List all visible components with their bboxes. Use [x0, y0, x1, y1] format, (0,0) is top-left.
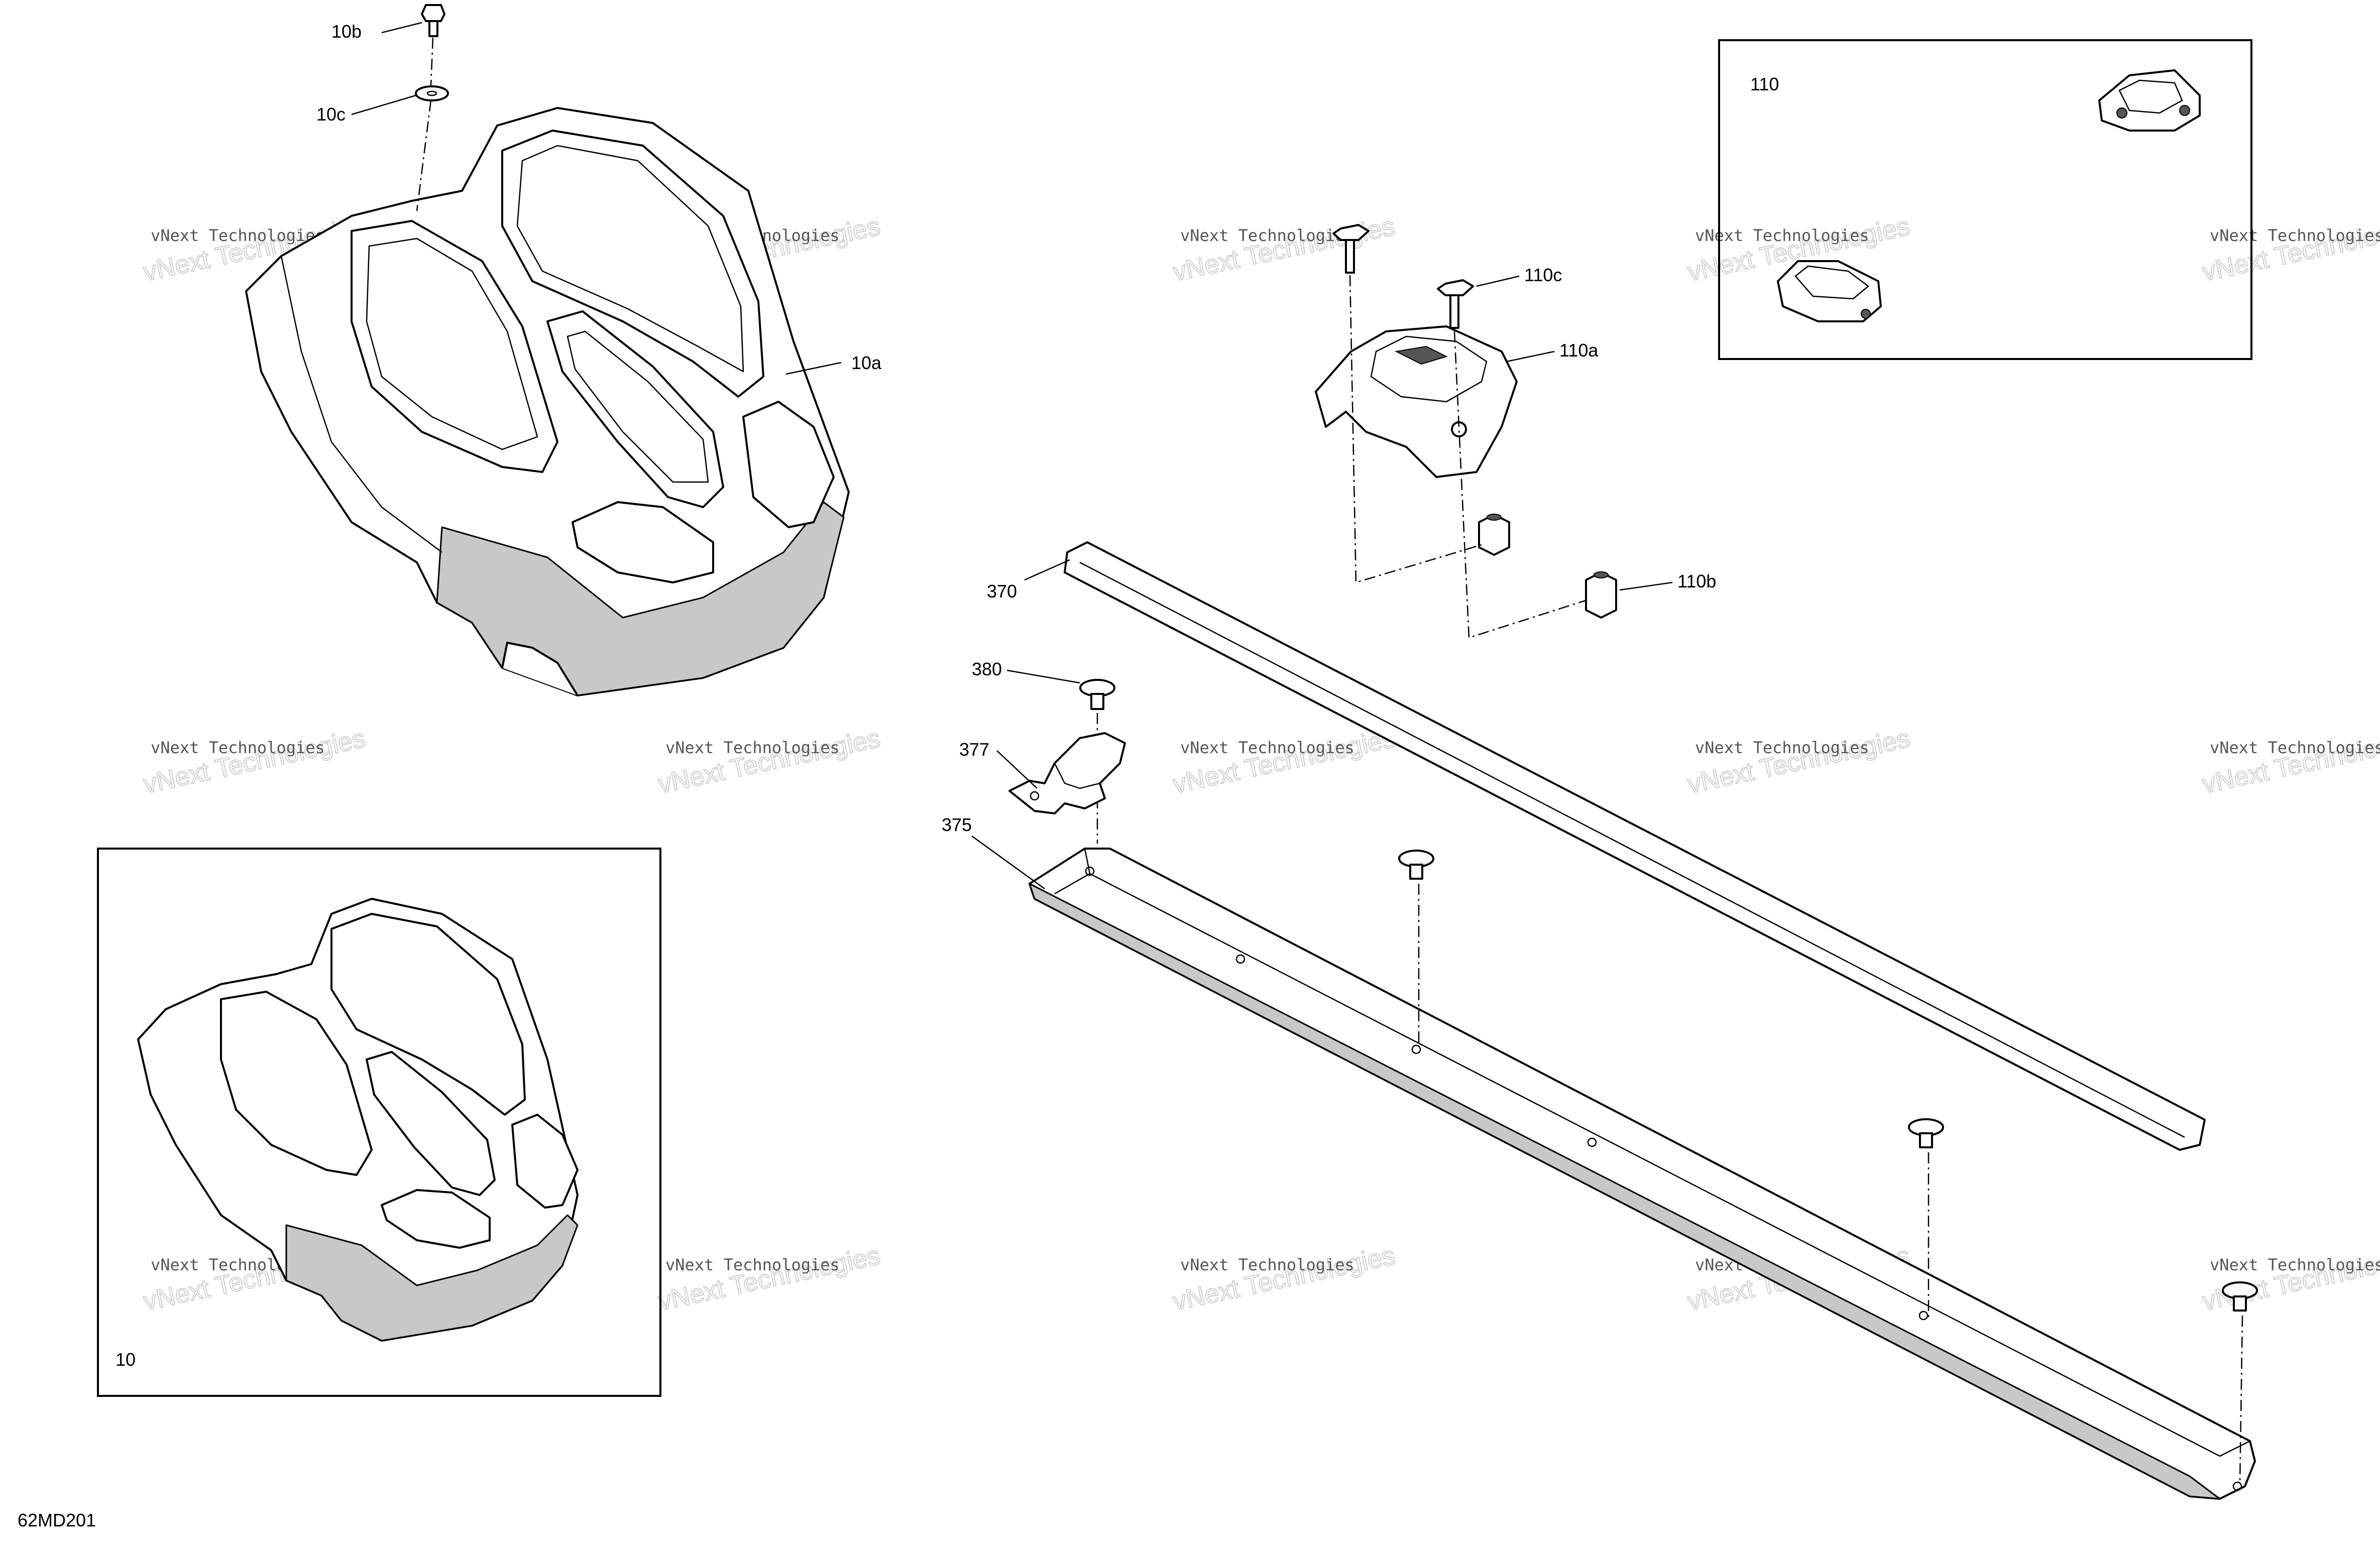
axis-110-right: [1453, 331, 1588, 639]
watermark-text: vNext Technologies: [1180, 738, 1354, 757]
callout-labels: 10b 10c 10a 10 110 110c 110a 110b 370 38…: [18, 21, 1779, 1530]
nut-110b-right: [1585, 571, 1617, 619]
watermark-outline-text: vNext Technologies: [141, 724, 368, 799]
watermark-text: vNext Technologies: [1695, 738, 1869, 757]
rack-assembly-10a: [245, 107, 850, 696]
clamp-377: [1008, 732, 1126, 814]
callout-10: 10: [116, 1349, 136, 1370]
watermark-text: vNext Technologies: [2210, 226, 2380, 245]
callout-377: 377: [959, 739, 989, 760]
washer-10c: [415, 85, 449, 101]
nut-110b-left: [1478, 514, 1510, 556]
callout-10c: 10c: [316, 104, 346, 125]
callout-10a: 10a: [851, 352, 882, 373]
screw-110c-right: [1437, 279, 1474, 329]
track-375: [1029, 848, 2256, 1500]
watermark-outline-text: vNext Technologies: [655, 1241, 882, 1316]
screw-track-1: [1398, 850, 1434, 880]
watermark-text: vNext Technologies: [151, 226, 325, 245]
watermark-text: vNext Technologies: [1695, 226, 1869, 245]
screw-110c-left: [1332, 224, 1370, 274]
screw-track-2: [1908, 1118, 1944, 1148]
watermark-text: vNext Technologies: [665, 738, 840, 757]
watermark-outline-text: vNext Technologies: [655, 724, 882, 799]
callout-110: 110: [1750, 74, 1779, 94]
handle-110a: [1315, 325, 1518, 478]
callout-370: 370: [987, 581, 1017, 602]
callout-110c: 110c: [1524, 265, 1562, 285]
watermark-outline-text: vNext Technologies: [2200, 724, 2380, 799]
watermark-outline-text: vNext Technologies: [1170, 1241, 1397, 1316]
callout-10b: 10b: [331, 21, 362, 42]
screw-380: [1079, 679, 1115, 710]
inset-frame-10: [97, 848, 661, 1397]
watermark-text: vNext Technologies: [2210, 738, 2380, 757]
handle-110-top-view: [2098, 69, 2201, 132]
axis-110-left: [1349, 275, 1482, 583]
watermark-outline-text: vNext Technologies: [1685, 724, 1912, 799]
handle-110-side-view: [1777, 260, 1882, 322]
watermark-outline-text: vNext Technologies: [2200, 211, 2380, 287]
callout-380: 380: [972, 659, 1002, 679]
bolt-10b: [421, 4, 445, 37]
watermark-outline-text: vNext Technologies: [1170, 211, 1397, 287]
watermark-text: vNext Technologies: [2210, 1255, 2380, 1274]
watermark-outline-text: vNext Technologies: [2200, 1241, 2380, 1316]
watermark-outline-text: vNext Technologies: [1170, 724, 1397, 799]
watermark-text: vNext Technologies: [665, 1255, 840, 1274]
screw-track-3: [2222, 1281, 2258, 1312]
diagram-code: 62MD201: [18, 1510, 96, 1530]
watermark-text: vNext Technologies: [151, 738, 325, 757]
axis-track-3: [2239, 1315, 2243, 1484]
leader-lines: [351, 22, 1673, 890]
rail-370: [1064, 541, 2206, 1151]
inset-frame-110: [1718, 39, 2252, 360]
callout-110a: 110a: [1559, 340, 1599, 361]
rack-assembly-10: [137, 898, 579, 1342]
axis-10b-10c: [416, 37, 434, 211]
callout-375: 375: [942, 814, 972, 835]
watermark-text: vNext Technologies: [1180, 1255, 1354, 1274]
callout-110b: 110b: [1677, 571, 1716, 591]
watermark-text: vNext Technologies: [1180, 226, 1354, 245]
